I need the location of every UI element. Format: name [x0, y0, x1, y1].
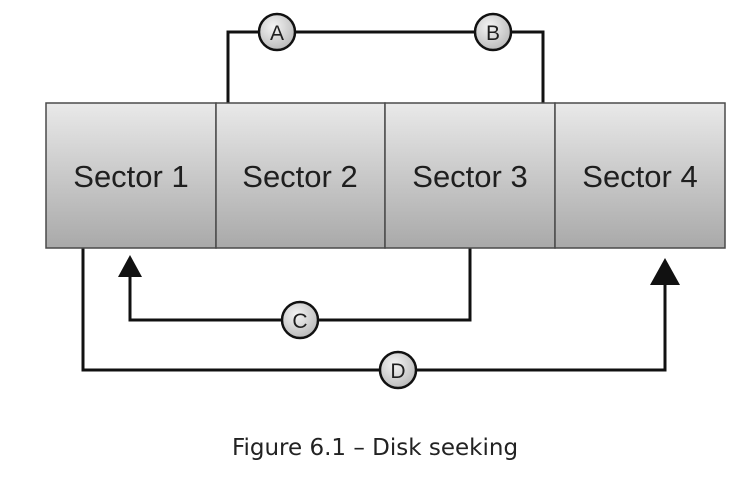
arrowhead-sector-4: [650, 258, 680, 285]
path-node-c-label: C: [292, 310, 307, 333]
path-ab-line: [226, 30, 545, 103]
path-node-b: B: [473, 12, 513, 52]
path-node-b-label: B: [486, 22, 500, 45]
path-node-d: D: [378, 350, 418, 390]
arrowhead-sector-1: [118, 255, 142, 277]
sector-1-label: Sector 1: [73, 159, 188, 194]
sector-row: Sector 1 Sector 2 Sector 3 Sector 4: [45, 102, 726, 249]
sector-1-box: Sector 1: [45, 102, 217, 249]
sector-4-label: Sector 4: [582, 159, 697, 194]
sector-3-label: Sector 3: [412, 159, 527, 194]
sector-4-box: Sector 4: [554, 102, 726, 249]
path-d-line: [81, 248, 667, 372]
sector-2-box: Sector 2: [215, 102, 386, 249]
sector-3-box: Sector 3: [384, 102, 556, 249]
path-node-a-label: A: [270, 22, 284, 45]
disk-seeking-diagram: Sector 1 Sector 2 Sector 3 Sector 4 A B …: [45, 12, 726, 390]
path-node-c: C: [280, 300, 320, 340]
sector-2-label: Sector 2: [242, 159, 357, 194]
path-node-d-label: D: [390, 360, 405, 383]
path-node-a: A: [257, 12, 297, 52]
figure-caption: Figure 6.1 – Disk seeking: [231, 435, 519, 461]
